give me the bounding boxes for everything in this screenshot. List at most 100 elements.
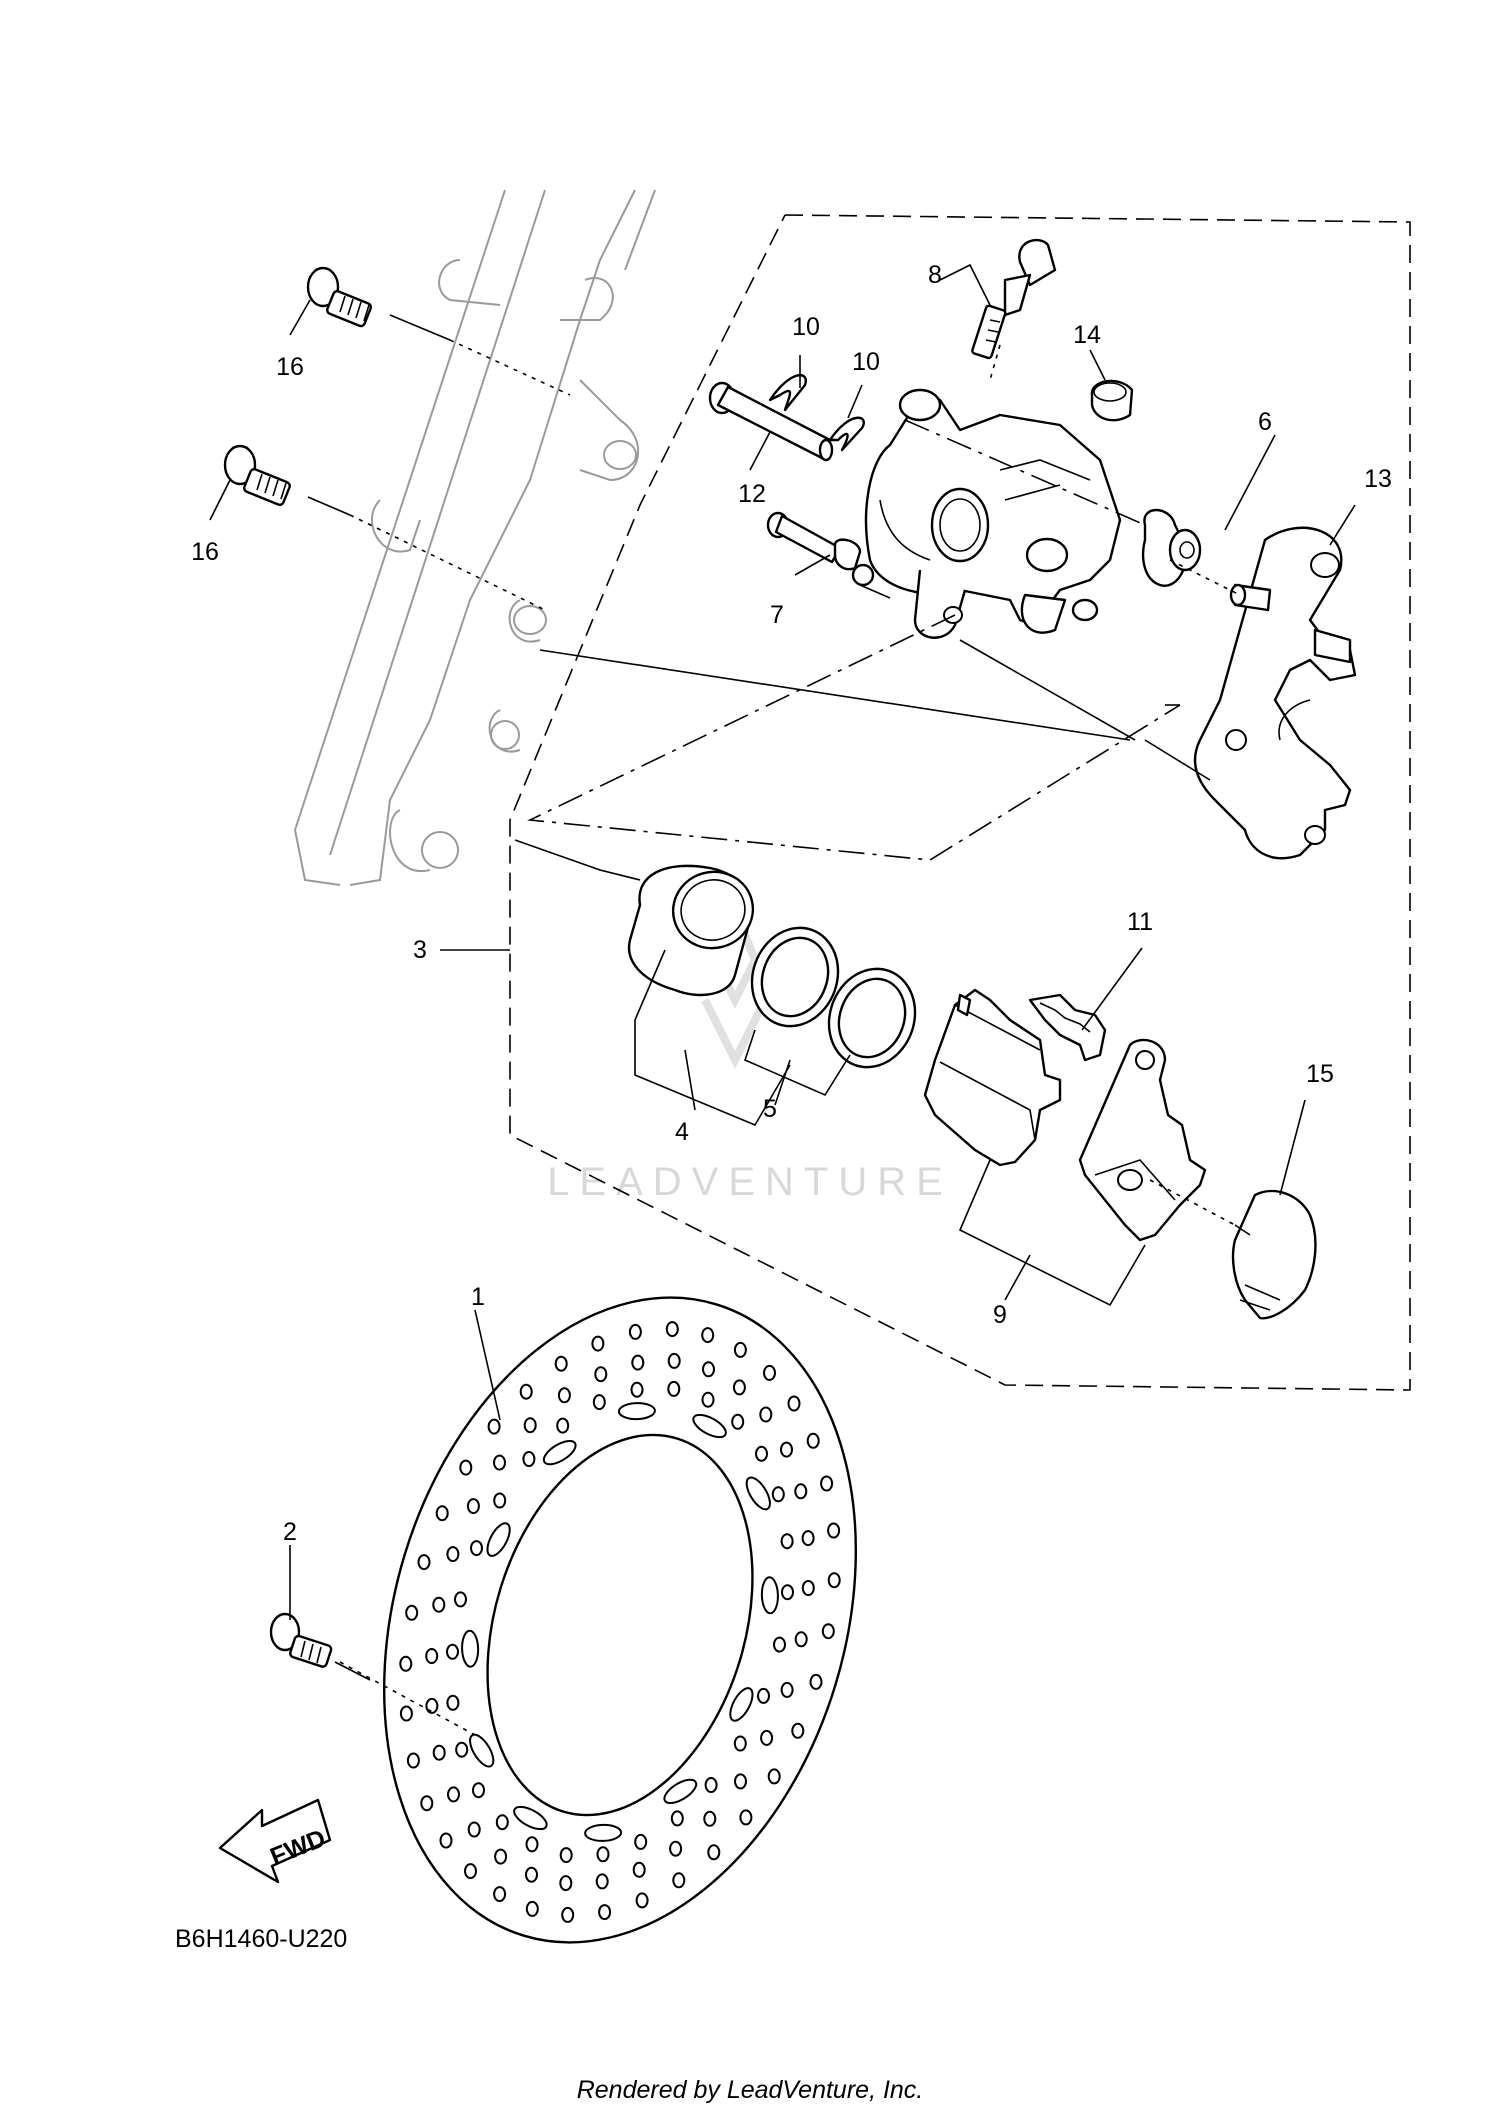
disc-hole <box>459 1459 473 1476</box>
callout-16-upper: 16 <box>276 353 304 381</box>
caliper-body <box>864 388 1122 639</box>
disc-hole <box>591 1335 605 1352</box>
callout-6: 6 <box>1258 408 1272 436</box>
disc-hole <box>446 1694 460 1711</box>
callout-12: 12 <box>738 480 766 508</box>
disc-slot <box>663 1778 698 1805</box>
disc-hole <box>454 1591 467 1608</box>
disc-slot <box>542 1439 577 1466</box>
callout-15: 15 <box>1306 1060 1334 1088</box>
disc-hole <box>787 1395 801 1412</box>
disc-slot <box>745 1476 771 1511</box>
disc-hole <box>598 1904 612 1921</box>
disc-slot <box>461 1629 480 1668</box>
disc-hole <box>493 1492 507 1509</box>
disc-hole <box>672 1872 686 1889</box>
disc-hole <box>781 1584 794 1601</box>
diagram-code: B6H1460-U220 <box>175 1925 347 1953</box>
disc-hole <box>435 1505 449 1522</box>
disc-hole <box>733 1735 747 1752</box>
disc-hole <box>628 1323 642 1340</box>
disc-hole <box>806 1432 820 1449</box>
clip-10-right <box>828 416 865 452</box>
disc-hole <box>420 1795 434 1812</box>
disc-hole <box>399 1705 413 1722</box>
disc-hole <box>405 1604 419 1621</box>
disc-hole <box>525 1836 539 1853</box>
callout-3: 3 <box>413 936 427 964</box>
disc-hole <box>439 1832 453 1849</box>
disc-hole <box>632 1861 646 1878</box>
disc-hole <box>780 1533 794 1550</box>
brake-pad-9-left <box>923 988 1062 1167</box>
disc-hole <box>827 1572 841 1589</box>
disc-hole <box>731 1413 745 1430</box>
disc-hole <box>472 1782 485 1799</box>
disc-hole <box>667 1352 681 1369</box>
disc-hole <box>466 1498 480 1515</box>
disc-hole <box>417 1554 431 1571</box>
pad-spring-11 <box>1028 993 1107 1062</box>
callout-11: 11 <box>1127 908 1153 936</box>
disc-hole <box>767 1768 781 1785</box>
callout-5: 5 <box>763 1095 777 1123</box>
disc-hole <box>820 1475 834 1492</box>
shim-15 <box>1231 1189 1317 1320</box>
slide-pin-7 <box>766 511 875 587</box>
disc-hole <box>763 1364 776 1381</box>
disc-hole <box>561 1906 575 1923</box>
disc-hole <box>425 1697 439 1714</box>
forward-direction-arrow: FWD <box>218 1798 332 1884</box>
disc-hole <box>757 1687 770 1704</box>
callout-10b: 10 <box>852 348 880 376</box>
disc-hole <box>670 1810 684 1827</box>
disc-hole <box>759 1406 773 1423</box>
caliper-assembly-outline <box>509 214 1411 1391</box>
disc-hole <box>559 1847 573 1864</box>
disc-hole <box>734 1773 747 1790</box>
disc-hole <box>592 1394 606 1411</box>
bleed-screw-8 <box>971 238 1057 360</box>
disc-hole <box>493 1454 506 1471</box>
disc-hole <box>635 1892 649 1909</box>
callout-8: 8 <box>928 261 942 289</box>
bolt-16-lower <box>223 444 291 506</box>
disc-hole <box>595 1873 609 1890</box>
disc-hole <box>667 1380 681 1397</box>
boot-6 <box>1141 508 1202 587</box>
disc-hole <box>631 1354 645 1371</box>
disc-hole <box>464 1863 477 1880</box>
disc-slot <box>513 1805 548 1831</box>
disc-hole <box>794 1631 808 1648</box>
disc-hole <box>791 1722 805 1739</box>
disc-hole <box>432 1744 446 1761</box>
disc-hole <box>525 1866 538 1883</box>
callout-4: 4 <box>675 1118 689 1146</box>
disc-slot <box>486 1522 511 1557</box>
brake-disc-1 <box>382 1296 858 1944</box>
callout-7: 7 <box>770 601 784 629</box>
disc-hole <box>495 1814 509 1831</box>
clip-10-left <box>768 374 807 412</box>
disc-hole <box>704 1777 718 1793</box>
disc-hole <box>446 1546 460 1563</box>
callout-2: 2 <box>283 1518 297 1546</box>
seal-5-b <box>827 967 917 1069</box>
disc-hole <box>493 1886 507 1903</box>
disc-hole <box>801 1530 815 1547</box>
disc-hole <box>522 1451 536 1467</box>
bolt-16-upper <box>306 266 373 328</box>
disc-hole <box>755 1445 768 1462</box>
disc-hole <box>557 1387 571 1404</box>
watermark-text: LEADVENTURE <box>547 1160 953 1204</box>
disc-hole <box>447 1786 460 1803</box>
disc-hole <box>701 1391 715 1408</box>
disc-hole <box>702 1361 715 1378</box>
disc-hole <box>432 1596 446 1613</box>
disc-hole <box>665 1321 679 1338</box>
disc-slot <box>760 1576 779 1615</box>
disc-hole <box>780 1681 794 1698</box>
disc-hole <box>634 1833 648 1850</box>
disc-hole <box>760 1729 774 1746</box>
